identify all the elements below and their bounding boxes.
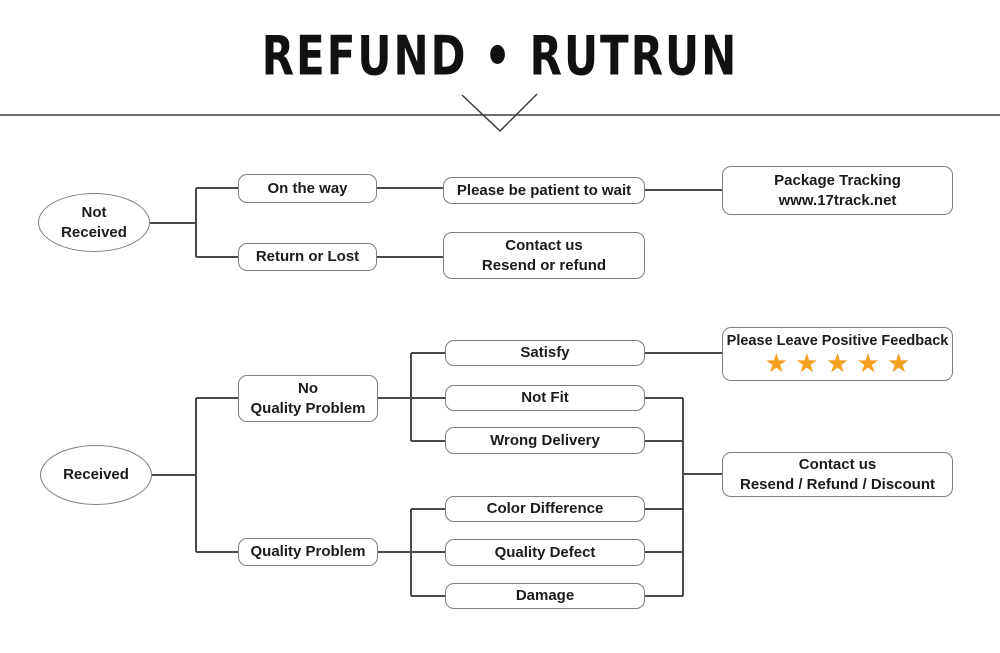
node-label: Package Tracking bbox=[774, 171, 901, 189]
node-label: Color Difference bbox=[486, 500, 604, 518]
node-label: Satisfy bbox=[520, 344, 570, 362]
node-contact-us-resend-refund: Contact us Resend or refund bbox=[443, 232, 645, 279]
node-satisfy: Satisfy bbox=[445, 340, 645, 366]
page-title: REFUND • RUTRUN bbox=[261, 24, 739, 88]
node-label: Quality Defect bbox=[494, 543, 596, 561]
node-label: Damage bbox=[515, 587, 575, 605]
node-contact-us-resend-refund-discount: Contact us Resend / Refund / Discount bbox=[722, 452, 953, 497]
node-not-fit: Not Fit bbox=[445, 385, 645, 411]
node-label: On the way bbox=[267, 179, 348, 197]
flow-connectors-bottom bbox=[152, 352, 722, 597]
node-not-received: Not Received bbox=[38, 193, 150, 252]
node-label: Quality Problem bbox=[250, 399, 366, 417]
tracking-url: www.17track.net bbox=[778, 191, 897, 209]
node-label: Resend or refund bbox=[481, 256, 607, 274]
node-label: Please be patient to wait bbox=[456, 181, 632, 199]
node-label: Contact us bbox=[505, 236, 583, 254]
node-label: Resend / Refund / Discount bbox=[739, 475, 935, 493]
node-color-difference: Color Difference bbox=[445, 496, 645, 522]
node-label: Contact us bbox=[798, 455, 877, 473]
node-label: Please Leave Positive Feedback bbox=[726, 333, 949, 350]
node-wrong-delivery: Wrong Delivery bbox=[445, 427, 645, 454]
node-on-the-way: On the way bbox=[238, 174, 377, 203]
node-package-tracking: Package Tracking www.17track.net bbox=[722, 166, 953, 215]
node-please-be-patient: Please be patient to wait bbox=[443, 177, 645, 204]
node-label: Received bbox=[63, 466, 129, 484]
node-label: Wrong Delivery bbox=[490, 431, 600, 449]
chevron-down-icon bbox=[461, 93, 538, 133]
node-label: Not Fit bbox=[521, 389, 569, 407]
node-label: Not bbox=[81, 203, 107, 221]
node-damage: Damage bbox=[445, 583, 645, 609]
node-label: Return or Lost bbox=[255, 248, 360, 266]
flow-connectors-top bbox=[150, 187, 722, 258]
star-rating-icon: ★★★★★ bbox=[765, 349, 920, 376]
node-label: Received bbox=[61, 223, 127, 241]
node-no-quality-problem: No Quality Problem bbox=[238, 375, 378, 422]
node-positive-feedback: Please Leave Positive Feedback ★★★★★ bbox=[722, 327, 953, 381]
node-quality-defect: Quality Defect bbox=[445, 539, 645, 566]
node-label: No bbox=[298, 379, 318, 397]
node-quality-problem: Quality Problem bbox=[238, 538, 378, 566]
node-received: Received bbox=[40, 445, 152, 505]
node-label: Quality Problem bbox=[250, 543, 366, 561]
node-return-or-lost: Return or Lost bbox=[238, 243, 377, 271]
